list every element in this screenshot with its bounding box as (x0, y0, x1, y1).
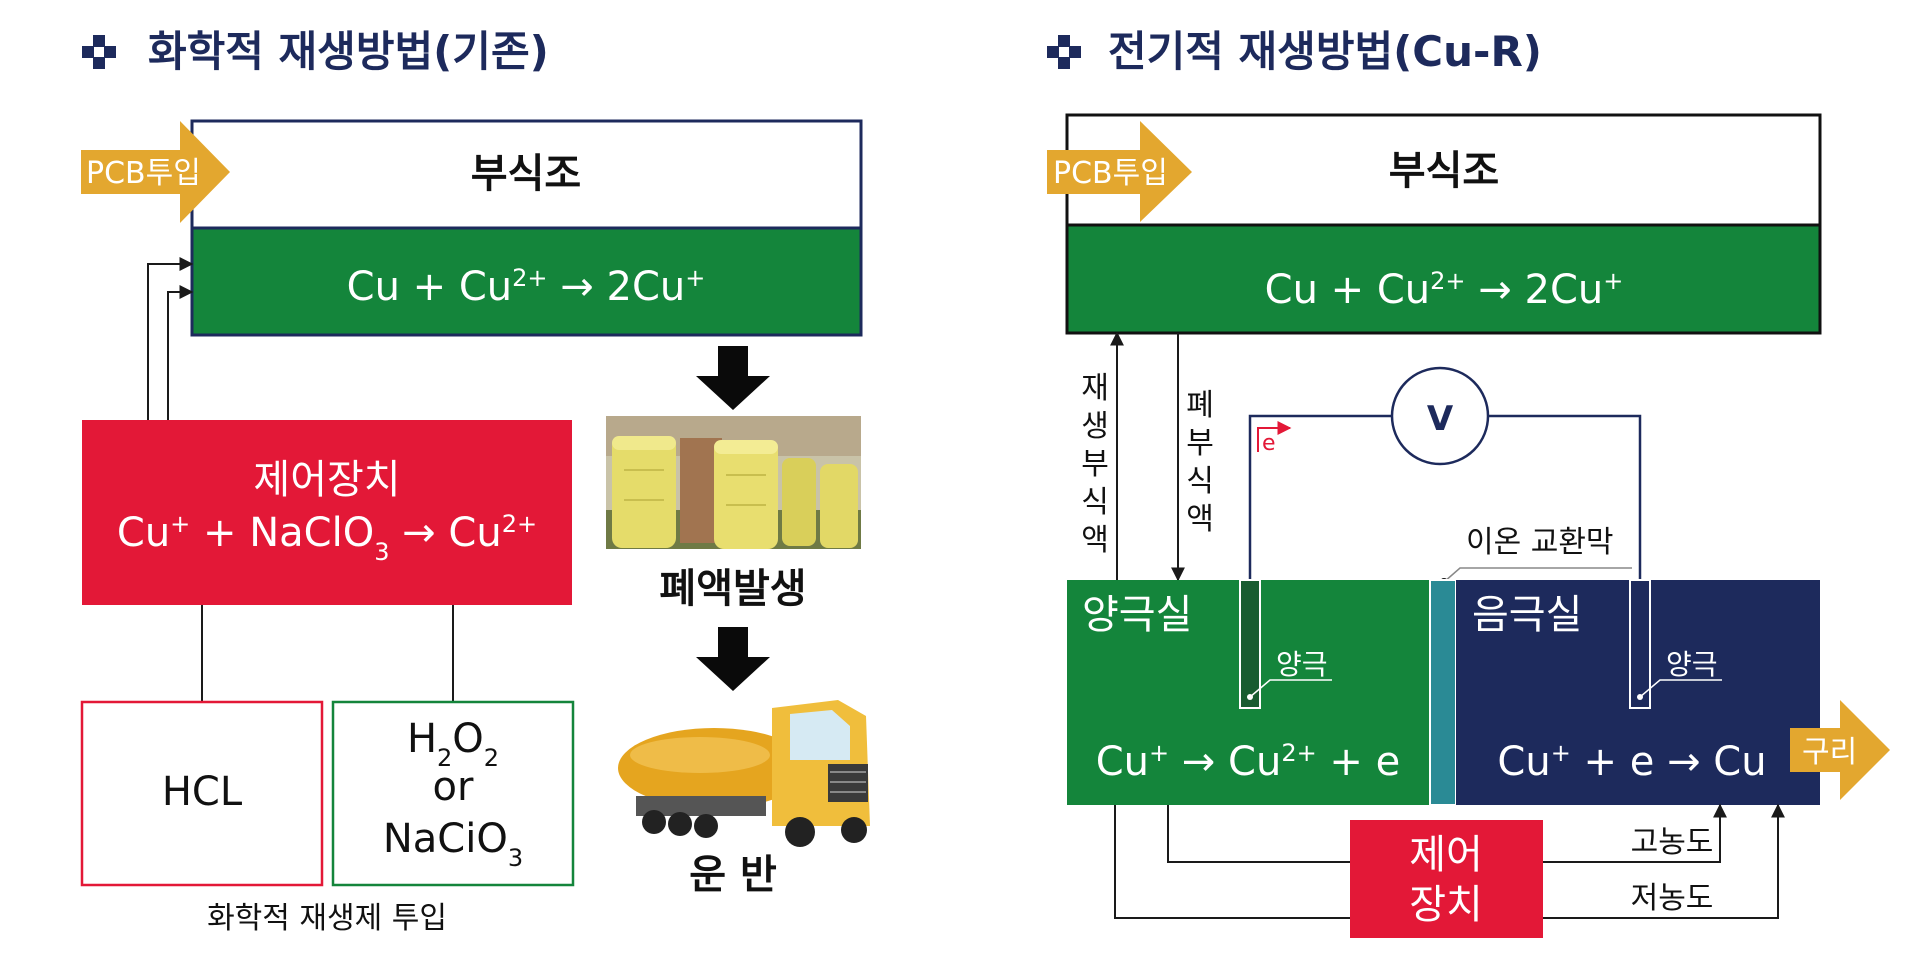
copper-output-arrow-icon (1790, 700, 1890, 800)
svg-text:식: 식 (1186, 464, 1214, 499)
left-down-arrow-1-icon (696, 346, 770, 410)
left-tank-bottom (190, 226, 863, 337)
right-regen-label: 재 생 부 식 액 (1081, 371, 1109, 558)
left-electrode-leader (1249, 679, 1332, 698)
high-conc-line (1167, 805, 1350, 863)
storage-tanks-image (606, 416, 861, 549)
svg-text:액: 액 (1186, 502, 1214, 537)
svg-text:액: 액 (1081, 523, 1109, 558)
anode-label-left: 양극 (1276, 648, 1328, 681)
svg-text:부: 부 (1186, 426, 1214, 461)
copper-output-label: 구리 (1802, 735, 1857, 770)
high-conc-label: 고농도 (1631, 825, 1714, 860)
left-waste-label: 폐액발생 (659, 566, 806, 612)
left-feed-line-1 (147, 257, 194, 420)
svg-text:폐: 폐 (1186, 388, 1214, 423)
left-down-arrow-2-icon (696, 627, 770, 691)
left-control-box (82, 420, 572, 605)
anode-label-right: 양극 (1666, 648, 1718, 681)
low-conc-return (1543, 803, 1785, 919)
left-feed-line-2 (167, 285, 194, 420)
right-pcb-arrow-icon (1047, 121, 1192, 222)
right-control-box (1350, 820, 1543, 938)
electron-arrow-icon (1257, 421, 1292, 452)
left-h2o2-label: H2O2 (407, 716, 499, 772)
membrane-label: 이온 교환막 (1466, 525, 1614, 560)
left-reagent-caption: 화학적 재생제 투입 (207, 901, 447, 936)
right-electrode (1629, 579, 1651, 709)
right-waste-label: 폐 부 식 액 (1186, 388, 1214, 537)
left-or-label: or (433, 764, 474, 810)
svg-text:부: 부 (1081, 447, 1109, 482)
left-pcb-input: PCB투입 (86, 156, 201, 191)
right-tank-label: 부식조 (1389, 148, 1499, 194)
left-transport-label: 운 반 (689, 852, 777, 898)
low-conc-line (1114, 805, 1350, 919)
left-electrode (1239, 579, 1261, 709)
left-title: 화학적 재생방법(기존) (148, 27, 549, 76)
tanker-truck-image (618, 700, 870, 847)
left-tank-label: 부식조 (471, 151, 581, 197)
right-control-line1: 제어 (1409, 832, 1483, 878)
cathode-reaction: Cu+ + e → Cu (1497, 739, 1766, 785)
membrane-leader-line (1443, 567, 1632, 583)
ion-exchange-membrane (1429, 579, 1457, 806)
left-control-title: 제어장치 (253, 457, 400, 503)
left-naclo3-label: NaCiO3 (383, 816, 523, 872)
left-tank-top (190, 119, 863, 230)
right-control-line2: 장치 (1409, 882, 1483, 928)
left-pcb-arrow-icon (81, 121, 230, 223)
svg-text:식: 식 (1081, 485, 1109, 520)
left-hcl-label: HCL (162, 769, 243, 815)
left-h2o2-box (331, 700, 575, 887)
left-control-reaction: Cu+ + NaClO3 → Cu2+ (117, 510, 537, 566)
right-tank-bottom (1065, 223, 1822, 335)
left-panel: 화학적 재생방법(기존) 부식조 Cu + Cu2+ → 2Cu+ PCB투입 … (80, 27, 870, 936)
svg-text:생: 생 (1081, 409, 1109, 444)
right-title: 전기적 재생방법(Cu-R) (1108, 27, 1542, 76)
voltmeter-label: V (1427, 399, 1454, 439)
svg-text:재: 재 (1081, 371, 1109, 406)
right-title-bullet-icon (1047, 35, 1081, 69)
right-tank-top (1065, 113, 1822, 227)
right-panel: 전기적 재생방법(Cu-R) 부식조 Cu + Cu2+ → 2Cu+ PCB투… (1047, 27, 1890, 938)
left-tank-reaction: Cu + Cu2+ → 2Cu+ (347, 264, 706, 310)
left-hcl-box (80, 700, 324, 887)
anode-reaction: Cu+ → Cu2+ + e (1096, 739, 1401, 785)
voltmeter-icon (1390, 366, 1490, 466)
anode-chamber-label: 양극실 (1082, 592, 1192, 638)
circuit-wire-right (1488, 414, 1642, 580)
right-tank-reaction: Cu + Cu2+ → 2Cu+ (1265, 267, 1624, 313)
high-conc-return (1543, 803, 1727, 863)
right-pcb-input: PCB투입 (1053, 156, 1168, 191)
cathode-chamber-label: 음극실 (1472, 592, 1582, 638)
circuit-wire (1248, 414, 1392, 580)
low-conc-label: 저농도 (1631, 881, 1714, 916)
left-title-bullet-icon (82, 35, 116, 69)
electron-label: e (1262, 431, 1276, 456)
right-electrode-leader (1639, 679, 1722, 698)
